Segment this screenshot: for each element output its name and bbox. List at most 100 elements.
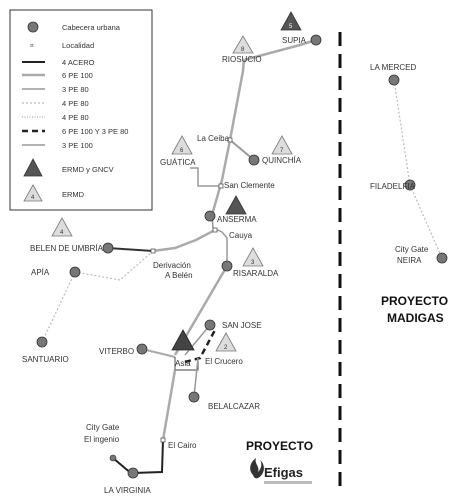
- legend-label-ermd-gncv: ERMD y GNCV: [62, 165, 114, 174]
- station-supia: [280, 11, 302, 31]
- locality-cauya: [212, 227, 218, 233]
- pipeline-guatica: [190, 167, 221, 187]
- stations: 5 8 6 7 4 3 2: [51, 11, 302, 352]
- legend-label-pe80-4b: 4 PE 80: [62, 113, 89, 122]
- towns: [36, 34, 448, 479]
- label-laceiba: La Ceiba: [197, 134, 230, 143]
- madigas-title-line2: MADIGAS: [387, 311, 444, 325]
- station-asia: [171, 329, 195, 351]
- station-number-quinchia: 7: [280, 148, 284, 154]
- label-anserma: ANSERMA: [217, 215, 257, 224]
- label-risaralda: RISARALDA: [233, 269, 279, 278]
- town-belen: [102, 242, 114, 254]
- label-belen: BELEN DE UMBRÍA: [30, 244, 104, 253]
- label-quinchia: QUINCHÍA: [262, 156, 302, 165]
- pipeline-anserma-risaralda: [211, 214, 228, 266]
- station-number-supia: 5: [289, 24, 293, 30]
- label-elcairo: El Cairo: [168, 441, 197, 450]
- legend-label-pe80-4a: 4 PE 80: [62, 99, 89, 108]
- legend-town-symbol: [27, 21, 39, 33]
- pipeline-derivacion-apia: [74, 250, 154, 281]
- locality-sanclemente: [218, 183, 224, 189]
- station-guatica: [171, 135, 193, 155]
- station-belen: [51, 217, 73, 237]
- legend-triangle-dark: [23, 158, 43, 177]
- pipeline-cauya-derivacion: [152, 228, 216, 253]
- town-neira: [436, 252, 448, 264]
- legend-triangle-number: 4: [31, 195, 35, 201]
- pipeline-laceiba-anserma: [210, 139, 232, 216]
- label-neira: NEIRA: [397, 256, 422, 265]
- label-sanjose: SAN JOSE: [222, 321, 262, 330]
- station-number-guatica: 6: [180, 148, 184, 154]
- pipeline-asia-elcairo: [161, 369, 177, 441]
- town-filadelfia: [404, 179, 416, 191]
- town-citygate-elingenio: [109, 454, 117, 462]
- label-apia: APÍA: [31, 268, 50, 277]
- town-supia: [310, 34, 322, 46]
- label-filadelfia: FILADELFIA: [370, 182, 416, 191]
- town-apia: [69, 266, 81, 278]
- town-belalcazar: [188, 391, 200, 403]
- pipeline-asia-elcrucero: [184, 329, 217, 364]
- label-lamerced: LA MERCED: [370, 63, 416, 72]
- label-citygate-2: City Gate: [395, 245, 429, 254]
- efigas-tagline-bar: [264, 481, 312, 484]
- label-supia: SUPIA: [282, 36, 307, 45]
- legend-label-steel: 4 ACERO: [62, 58, 95, 67]
- legend-label-locality: Localidad: [62, 41, 94, 50]
- label-elcrucero: El Crucero: [205, 357, 243, 366]
- label-riosucio: RIOSUCIO: [222, 55, 262, 64]
- pipeline-apia-santuario: [41, 271, 76, 343]
- town-quinchia: [248, 154, 260, 166]
- efigas-project-title: PROYECTO: [246, 439, 313, 453]
- locality-laceiba: [227, 137, 233, 143]
- station-number-risaralda: 3: [251, 260, 255, 266]
- label-viterbo: VITERBO: [99, 347, 134, 356]
- pipeline-supia-laceiba: [228, 38, 317, 141]
- legend-label-dashed: 6 PE 100 Y 3 PE 80: [62, 127, 128, 136]
- station-anserma: [225, 195, 247, 215]
- town-risaralda: [221, 260, 233, 272]
- locality-derivacion: [150, 248, 156, 254]
- label-sanclemente: San Clemente: [224, 181, 275, 190]
- label-asia: Asia: [175, 359, 191, 368]
- legend-label-pe80-3: 3 PE 80: [62, 85, 89, 94]
- town-sanjose: [204, 319, 216, 331]
- label-citygate-1: City Gate: [86, 423, 120, 432]
- station-number-elcrucero: 2: [224, 345, 228, 351]
- legend-triangle-light: [23, 184, 43, 202]
- town-lamerced: [388, 74, 400, 86]
- legend: ¤ 4 Cabecera urbana Localidad 4 ACERO 6 …: [9, 9, 153, 211]
- town-anserma: [204, 210, 216, 222]
- town-lavirginia: [127, 467, 139, 479]
- station-elcrucero: [215, 332, 237, 352]
- station-riosucio: [232, 35, 254, 54]
- pipeline-elcrucero-belalcazar: [193, 357, 199, 398]
- pipeline-belen-derivacion: [107, 247, 154, 252]
- legend-label-ermd: ERMD: [62, 190, 85, 199]
- legend-box: [9, 9, 153, 211]
- madigas-title-line1: PROYECTO: [381, 294, 448, 308]
- label-derivacion: Derivación: [153, 261, 191, 270]
- label-guatica: GUÁTICA: [160, 158, 196, 167]
- town-santuario: [36, 336, 48, 348]
- locality-elcairo: [160, 437, 166, 443]
- place-labels: SUPIA RIOSUCIO La Ceiba GUÁTICA QUINCHÍA…: [22, 36, 429, 495]
- legend-label-pe100-6: 6 PE 100: [62, 71, 93, 80]
- legend-label-pe100-3: 3 PE 100: [62, 141, 93, 150]
- efigas-flame-icon: [250, 458, 264, 479]
- label-cauya: Cauya: [229, 231, 253, 240]
- label-elingenio: El ingenio: [84, 435, 120, 444]
- label-lavirginia: LA VIRGINIA: [104, 486, 151, 495]
- label-santuario: SANTUARIO: [22, 355, 69, 364]
- pipelines: [41, 38, 443, 475]
- pipeline-filadelfia-neira: [409, 184, 443, 259]
- station-quinchia: [271, 135, 293, 155]
- legend-label-town: Cabecera urbana: [62, 23, 121, 32]
- legend-locality-symbol: ¤: [30, 42, 34, 49]
- station-number-riosucio: 8: [241, 47, 245, 53]
- pipeline-lamerced-filadelfia: [393, 79, 411, 186]
- efigas-logo-text: Efigas: [264, 465, 303, 480]
